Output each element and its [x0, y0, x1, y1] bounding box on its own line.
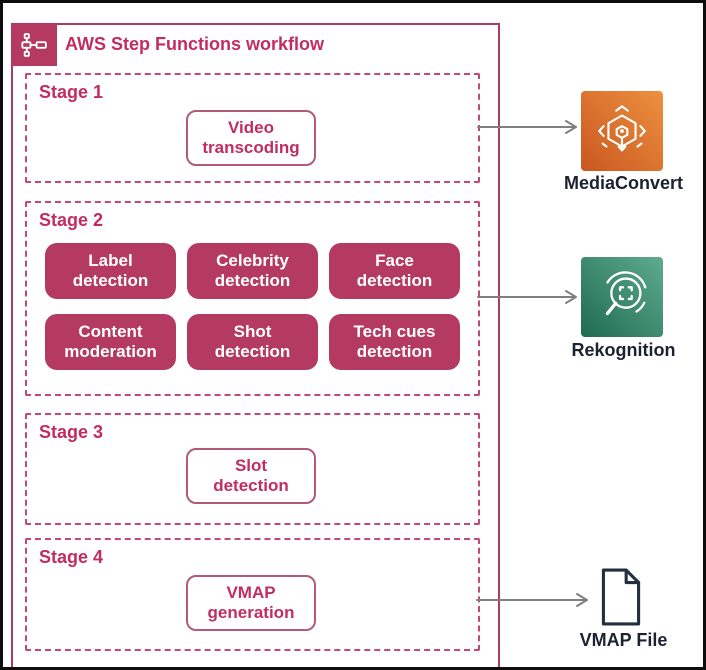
- rekognition-icon: [581, 257, 663, 337]
- stage-4-label: Stage 4: [39, 547, 104, 567]
- task-face-detection: Face detection: [329, 243, 460, 299]
- task-line: detection: [72, 271, 149, 290]
- stage-4-box: Stage 4: [25, 538, 480, 651]
- task-line: Slot: [234, 456, 268, 475]
- task-line: Label: [88, 251, 133, 270]
- step-functions-icon: [11, 23, 57, 66]
- task-vmap-generation: VMAP generation: [186, 575, 316, 631]
- task-line: detection: [214, 271, 291, 290]
- task-line: Content: [78, 322, 143, 341]
- stage-2-box: Stage 2: [25, 201, 480, 396]
- task-line: VMAP: [226, 583, 276, 602]
- task-line: Tech cues: [353, 322, 436, 341]
- stage-1-box: Stage 1: [25, 73, 480, 183]
- task-line: detection: [214, 342, 291, 361]
- task-content-moderation: Content moderation: [45, 314, 176, 370]
- task-label-detection: Label detection: [45, 243, 176, 299]
- stage-2-label: Stage 2: [39, 210, 104, 230]
- task-video-transcoding: Video transcoding: [186, 110, 316, 166]
- document-icon: [597, 567, 645, 632]
- task-line: moderation: [64, 342, 157, 361]
- vmap-file-label: VMAP File: [579, 630, 668, 650]
- task-line: Video: [228, 118, 274, 137]
- mediaconvert-icon: [581, 91, 663, 171]
- task-line: Celebrity: [216, 251, 289, 270]
- task-celebrity-detection: Celebrity detection: [187, 243, 318, 299]
- task-line: detection: [213, 476, 289, 495]
- diagram-title: AWS Step Functions workflow: [65, 34, 325, 54]
- stage-1-label: Stage 1: [39, 82, 104, 102]
- task-line: transcoding: [202, 138, 300, 157]
- task-line: detection: [356, 342, 433, 361]
- task-line: Face: [375, 251, 414, 270]
- stage-3-box: Stage 3: [25, 413, 480, 525]
- task-tech-cues-detection: Tech cues detection: [329, 314, 460, 370]
- task-slot-detection: Slot detection: [186, 448, 316, 504]
- rekognition-label: Rekognition: [571, 340, 676, 360]
- task-line: Shot: [233, 322, 272, 341]
- task-shot-detection: Shot detection: [187, 314, 318, 370]
- task-line: detection: [356, 271, 433, 290]
- step-functions-group-box: [11, 23, 500, 667]
- task-line: generation: [207, 603, 295, 622]
- stage-3-label: Stage 3: [39, 422, 104, 442]
- mediaconvert-label: MediaConvert: [563, 173, 684, 193]
